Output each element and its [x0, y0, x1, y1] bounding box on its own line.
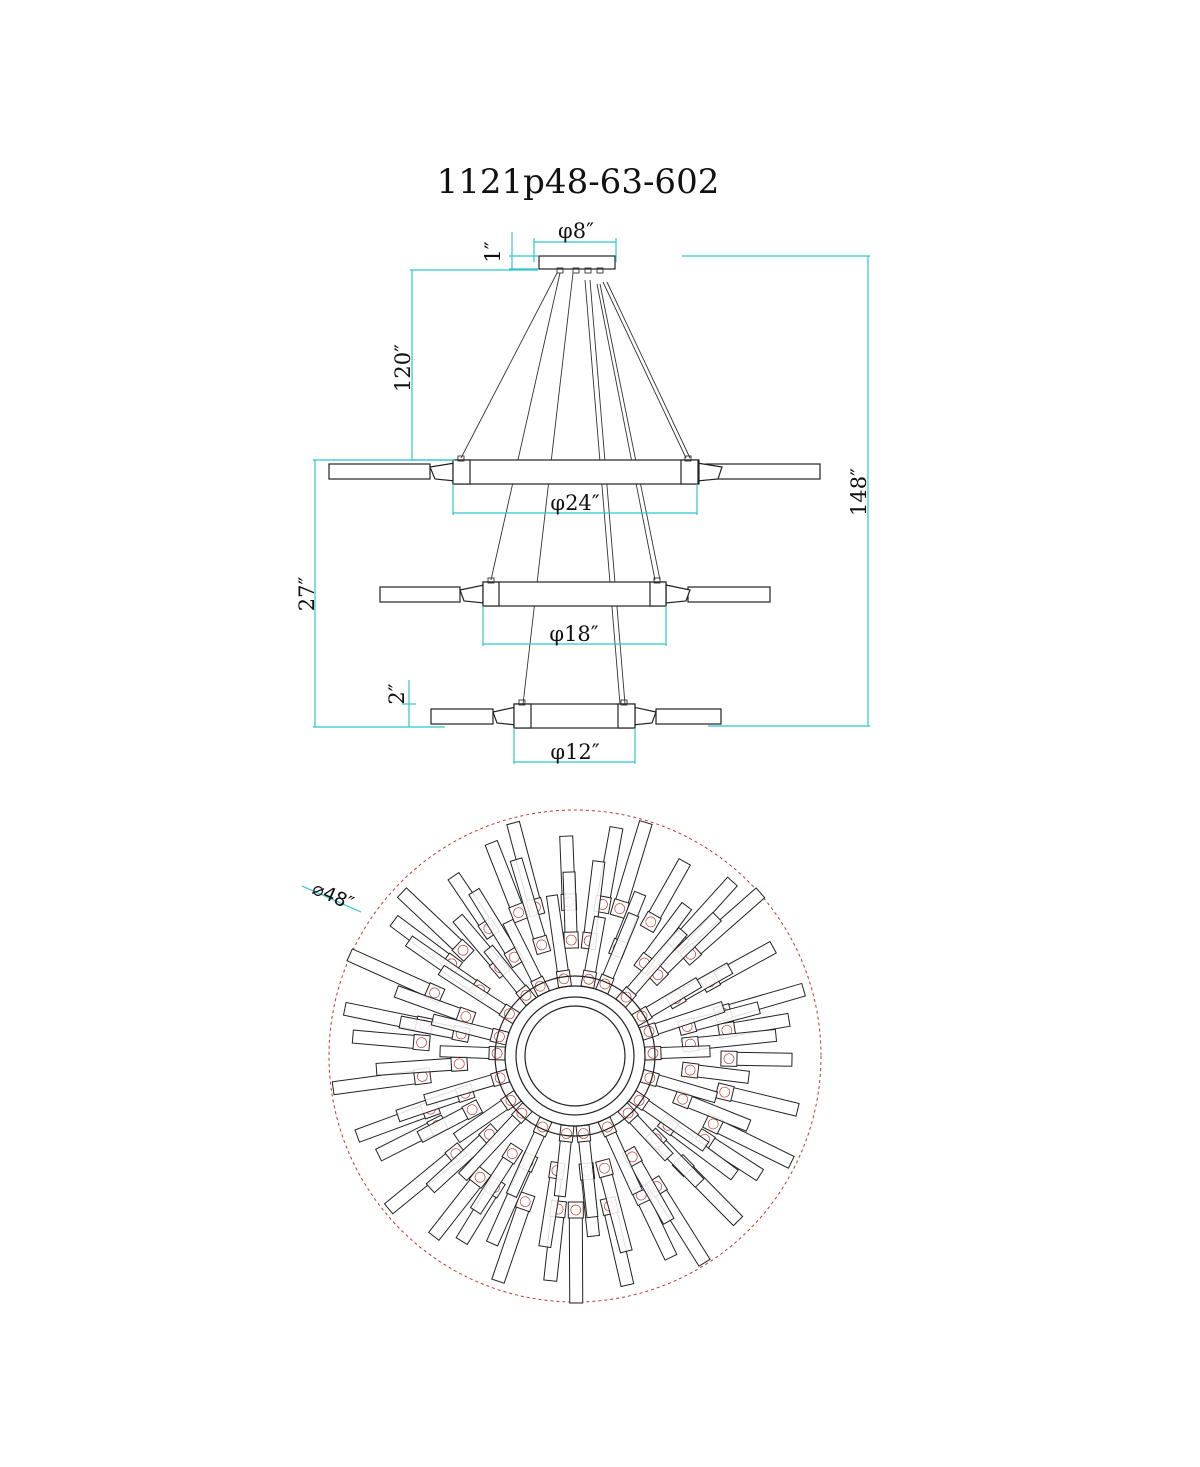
side-elevation: φ8″ 1″ 120″	[295, 219, 871, 764]
middle-ring	[379, 577, 771, 607]
outer-crystal-rod	[428, 1165, 492, 1242]
top-ring-diameter-label: φ24″	[550, 491, 599, 515]
ring-height-dimension	[402, 680, 416, 727]
inner-crystal-rod	[644, 1045, 711, 1061]
middle-ring-plan	[504, 985, 646, 1127]
cable-length-dimension	[410, 269, 538, 461]
bottom-ring-diameter-dimension	[513, 728, 636, 764]
outer-crystal-rod	[396, 887, 475, 962]
top-ring	[328, 455, 821, 485]
middle-crystal-rod	[621, 1145, 675, 1225]
middle-crystal-rod	[393, 985, 477, 1027]
inner-crystal-rod	[437, 964, 521, 1025]
middle-crystal-rod	[425, 1122, 501, 1194]
middle-crystal-rod	[375, 1055, 469, 1076]
inner-crystal-rod	[575, 1124, 599, 1219]
middle-ring-diameter-label: φ18″	[549, 622, 598, 646]
bottom-ring	[430, 699, 722, 729]
ring-height-label: 2″	[385, 683, 409, 704]
inner-crystal-rod	[595, 911, 640, 995]
center-opening	[524, 1005, 626, 1107]
inner-crystal-rod	[452, 1089, 522, 1144]
inner-crystal-rod	[439, 1045, 506, 1061]
inner-crystal-rod	[553, 1124, 575, 1198]
outer-crystal-rod	[678, 887, 766, 966]
inner-crystal-rod	[483, 944, 537, 1007]
middle-crystal-rod	[509, 857, 552, 956]
middle-crystal-rod	[595, 1158, 633, 1254]
spread-diameter-label: ⌀48″	[309, 877, 357, 914]
inner-crystal-rod	[423, 1068, 511, 1106]
inner-crystal-rod	[639, 1068, 719, 1104]
outer-crystal-rod	[351, 1029, 431, 1052]
suspension-cables	[460, 272, 691, 705]
inner-crystal-rod	[505, 1116, 553, 1199]
outer-crystal-rod	[567, 1201, 584, 1304]
model-number: 1121p48-63-602	[437, 162, 720, 202]
plan-view: ⌀48″	[301, 809, 822, 1304]
outer-crystal-rod	[639, 857, 692, 934]
inner-crystal-rods	[423, 894, 726, 1219]
inner-crystal-rod	[638, 1001, 726, 1041]
inner-crystal-rod	[430, 1013, 510, 1046]
inner-crystal-rod	[597, 1116, 643, 1196]
outer-crystal-rod	[609, 820, 653, 920]
outer-crystal-rod	[714, 1082, 800, 1117]
canopy-height-label: 1″	[481, 241, 505, 262]
middle-crystal-rod	[416, 1099, 484, 1143]
outer-crystal-rod	[720, 1050, 793, 1067]
inner-crystal-rod	[617, 1102, 674, 1162]
bottom-ring-plan	[494, 975, 656, 1137]
middle-crystal-rod	[469, 1142, 524, 1215]
cable-length-label: 120″	[391, 344, 415, 392]
inner-crystal-rod	[580, 915, 606, 989]
middle-crystal-rod	[680, 1061, 750, 1084]
canopy-diameter-label: φ8″	[558, 219, 594, 243]
overall-height-label: 148″	[847, 468, 871, 516]
middle-crystal-rod	[562, 871, 580, 949]
inner-crystal-rod	[502, 918, 551, 997]
inner-crystal-rod	[545, 894, 573, 989]
spread-diameter-leader	[301, 885, 362, 913]
fixture-height-label: 27″	[295, 577, 319, 612]
outer-crystal-rod	[484, 839, 530, 924]
top-ring-diameter-dimension	[452, 484, 698, 515]
canopy-diameter-dimension	[533, 238, 617, 262]
inner-crystal-rod	[628, 1089, 710, 1152]
canopy	[538, 255, 616, 270]
fixture-height-dimension	[313, 459, 455, 728]
middle-ring-diameter-dimension	[482, 606, 667, 646]
bottom-ring-diameter-label: φ12″	[550, 740, 599, 764]
canopy-height-dimension	[509, 232, 538, 270]
inner-crystal-rod	[615, 926, 688, 1009]
inner-crystal-rod	[631, 977, 703, 1027]
overall-height-dimension	[682, 255, 870, 727]
inner-ring-plan	[515, 996, 635, 1116]
